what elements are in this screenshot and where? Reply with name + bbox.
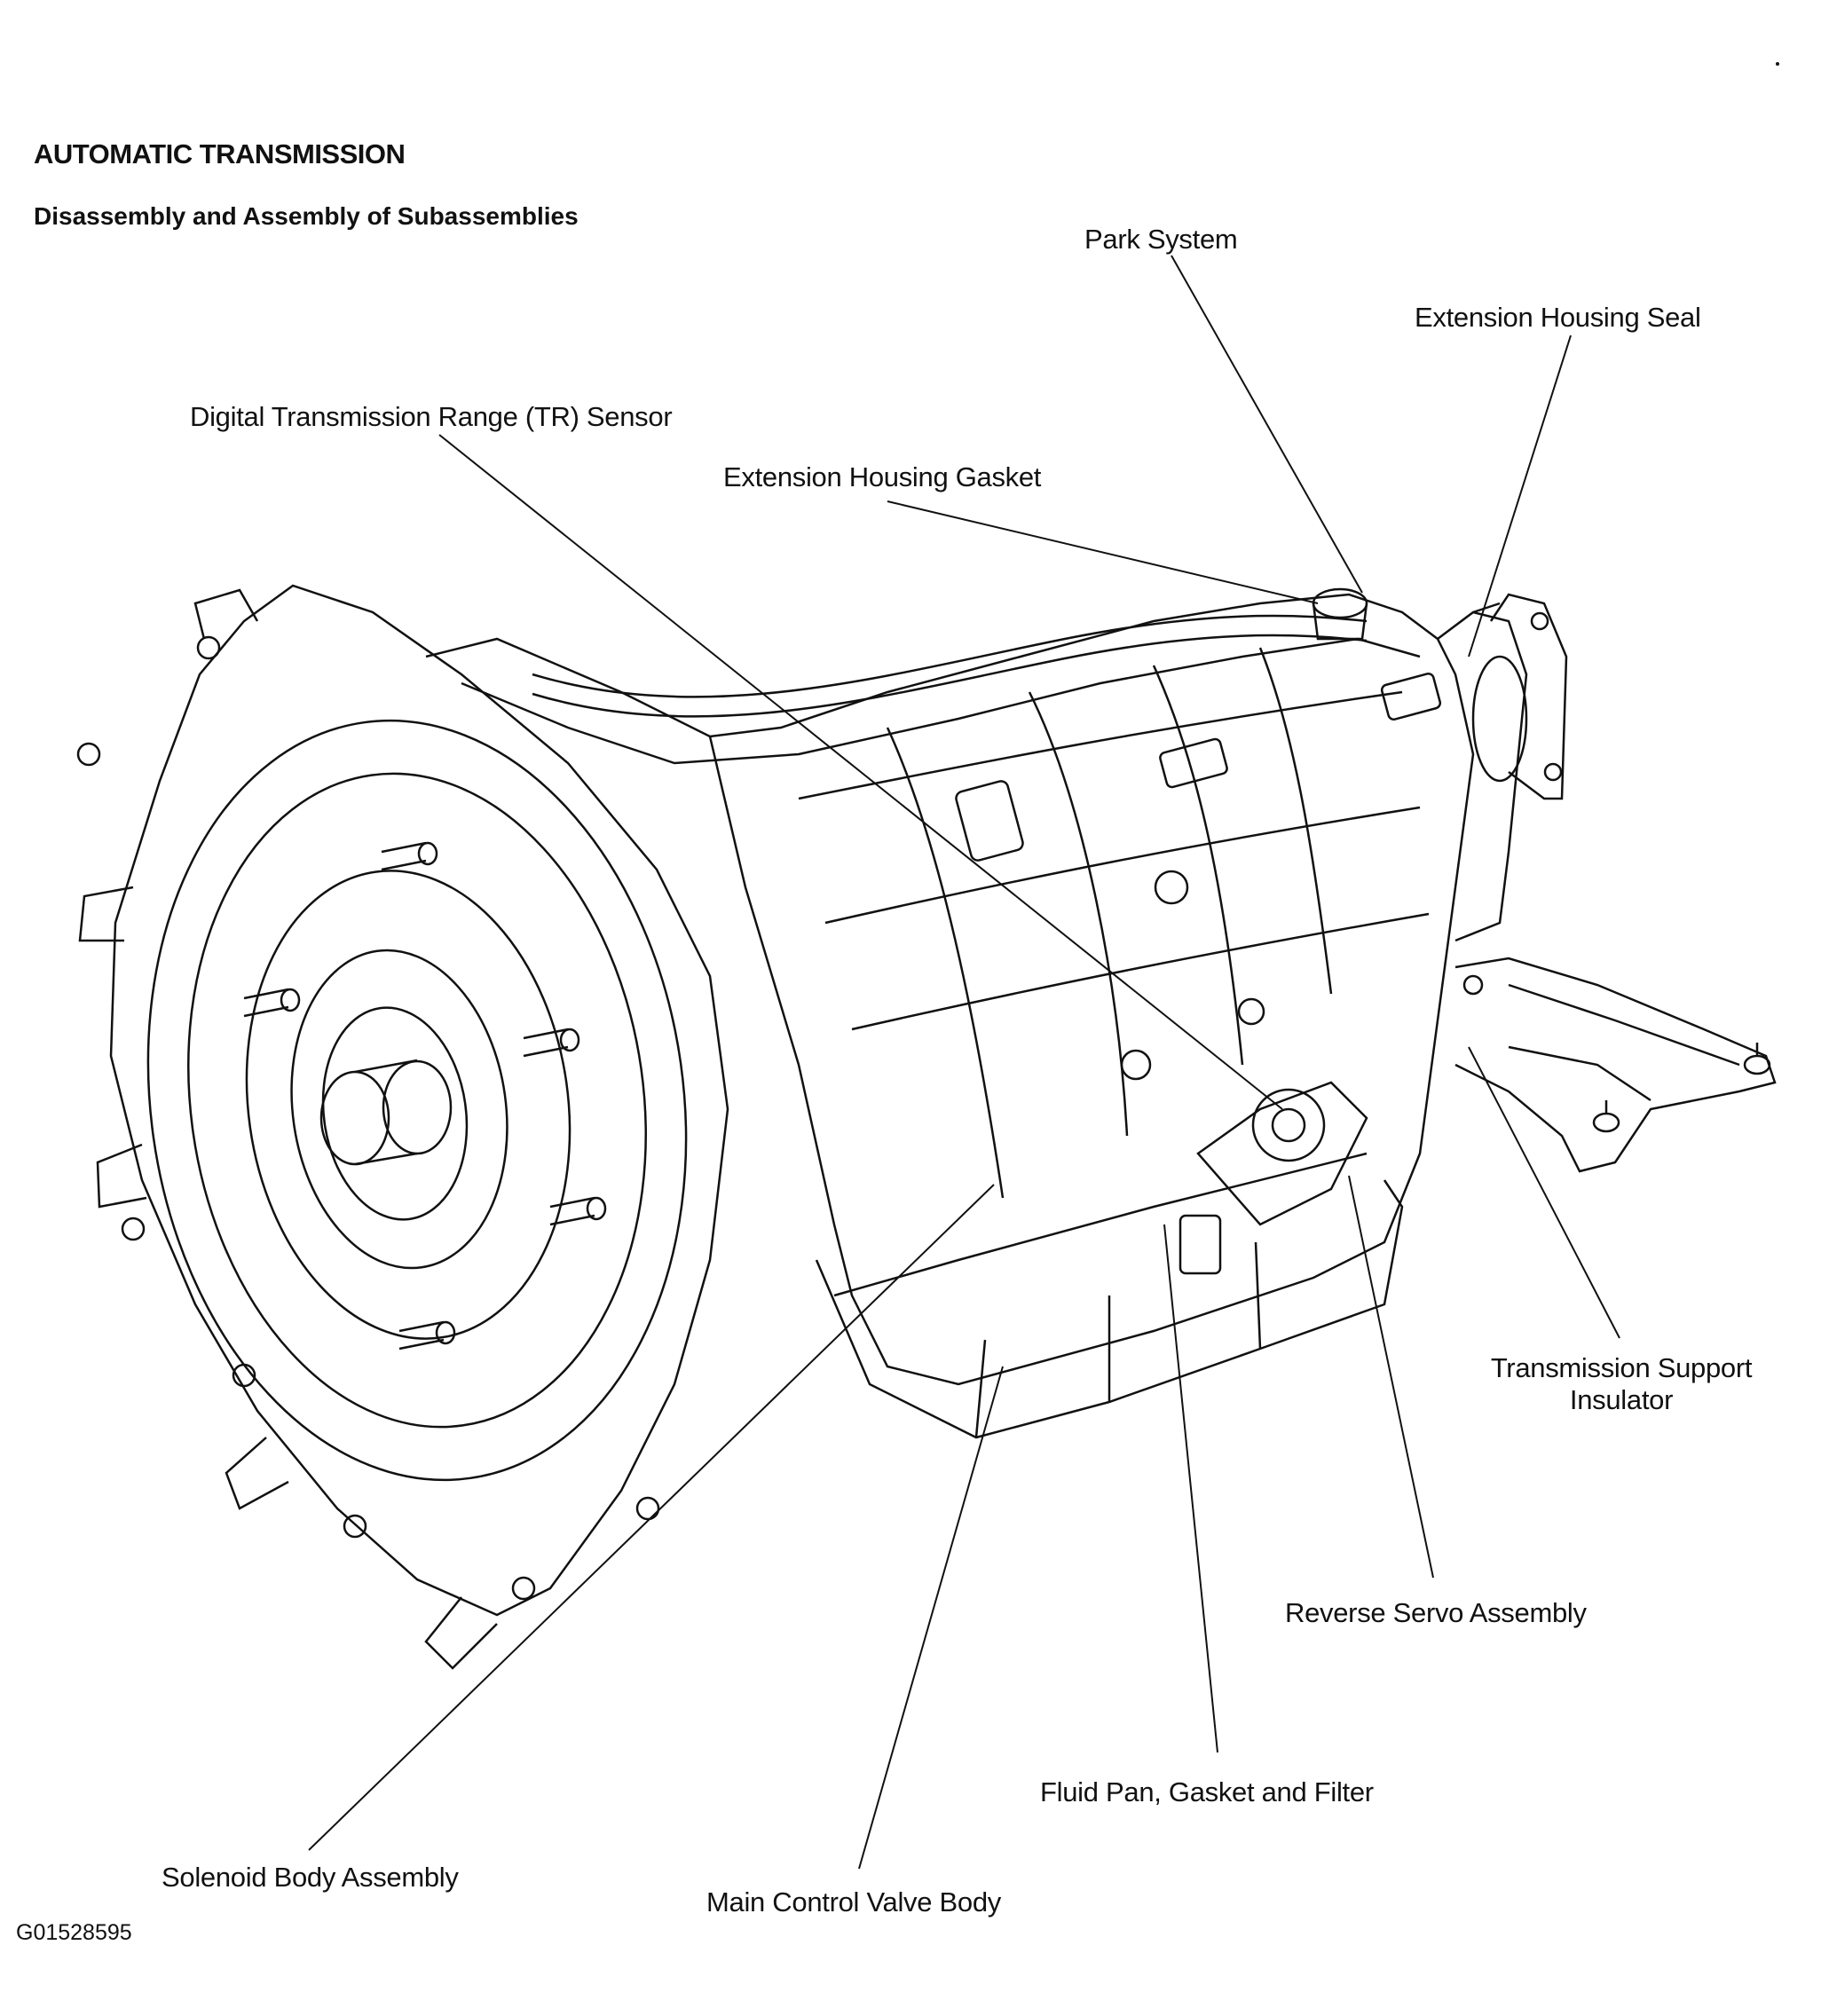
label-main-control-valve-body: Main Control Valve Body	[706, 1886, 1001, 1918]
leader-tr-sensor	[438, 434, 1283, 1110]
label-tr-sensor: Digital Transmission Range (TR) Sensor	[190, 401, 673, 432]
leader-extension-housing-gasket	[887, 500, 1319, 604]
label-transmission-support-insulator-line1: Transmission Support	[1490, 1352, 1753, 1383]
label-transmission-support-insulator-line2: Insulator	[1569, 1384, 1674, 1415]
leader-lines	[308, 255, 1620, 1870]
label-extension-housing-gasket: Extension Housing Gasket	[723, 461, 1042, 492]
label-transmission-support-insulator: Transmission Support Insulator	[1484, 1352, 1759, 1416]
transmission-body	[76, 584, 1777, 1670]
page-subtitle: Disassembly and Assembly of Subassemblie…	[34, 202, 579, 230]
stray-dot	[1776, 62, 1779, 66]
flange-bolts	[76, 635, 660, 1601]
label-extension-housing-seal: Extension Housing Seal	[1415, 302, 1701, 333]
leader-main-control-valve	[858, 1366, 1004, 1870]
leader-fluid-pan	[1163, 1224, 1218, 1753]
label-park-system: Park System	[1084, 224, 1238, 255]
label-fluid-pan-gasket-filter: Fluid Pan, Gasket and Filter	[1040, 1776, 1374, 1807]
converter-studs	[243, 841, 607, 1351]
leader-reverse-servo	[1348, 1175, 1434, 1579]
leader-solenoid-body	[308, 1184, 995, 1851]
page-title: AUTOMATIC TRANSMISSION	[34, 138, 406, 169]
leader-transmission-support-insulator	[1468, 1046, 1620, 1339]
leader-extension-housing-seal	[1468, 335, 1572, 658]
leader-park-system	[1171, 255, 1363, 594]
label-reverse-servo-assembly: Reverse Servo Assembly	[1285, 1597, 1587, 1628]
label-solenoid-body-assembly: Solenoid Body Assembly	[162, 1862, 459, 1893]
figure-id: G01528595	[16, 1920, 132, 1945]
